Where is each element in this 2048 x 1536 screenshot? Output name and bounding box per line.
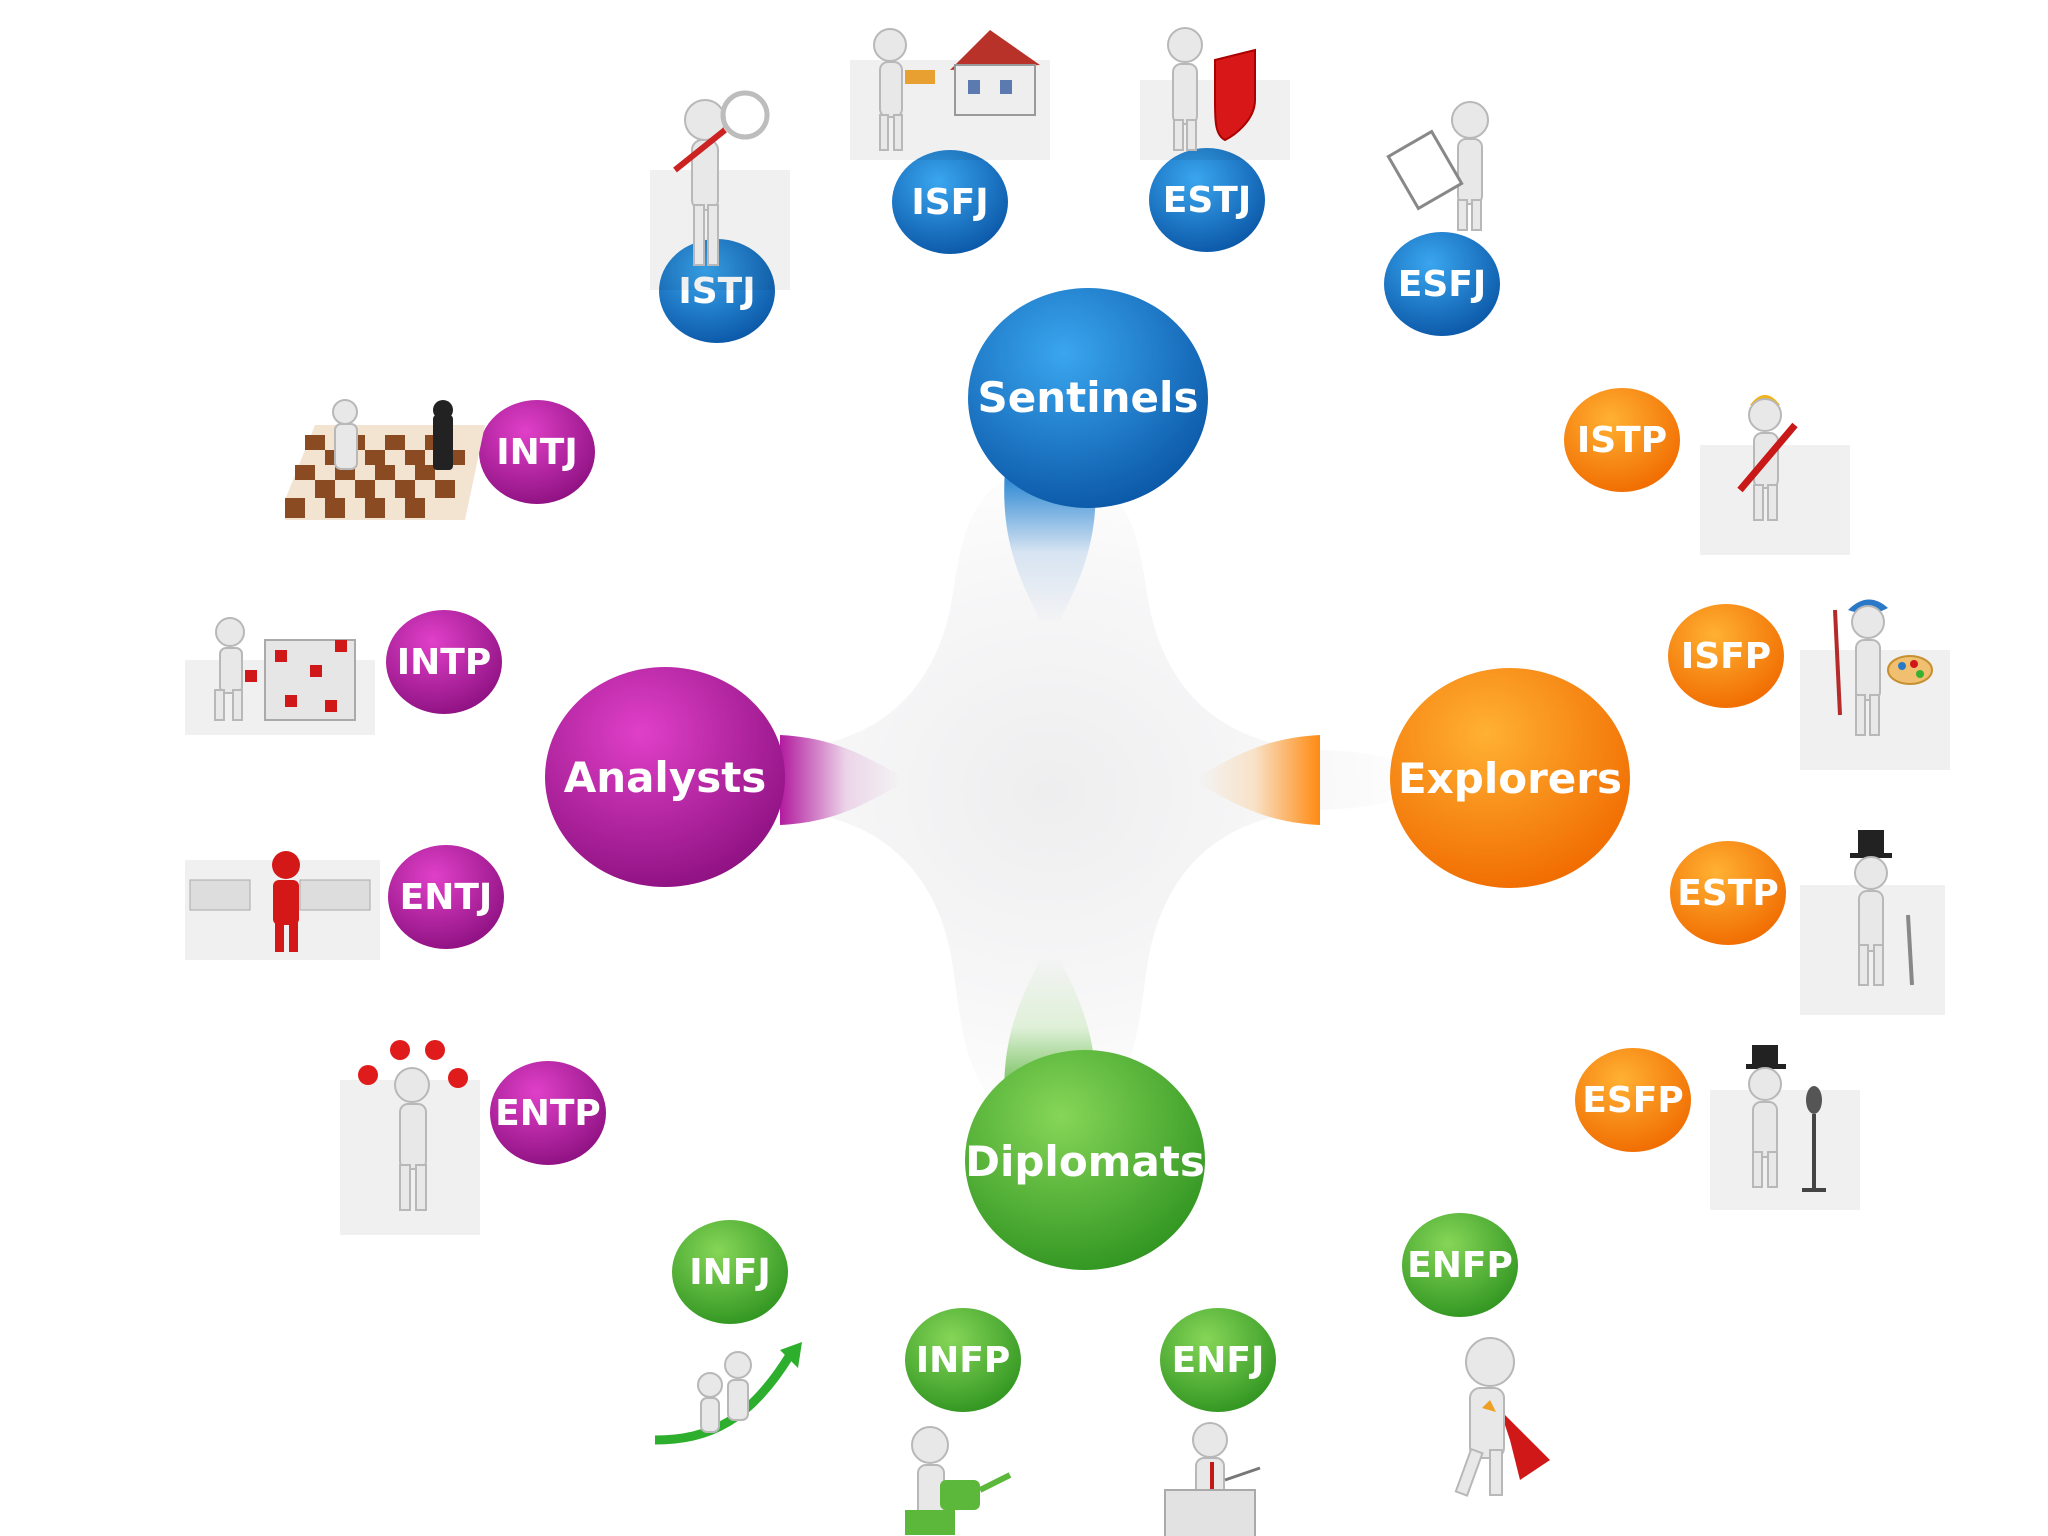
mind-map-hub [690, 470, 1410, 1116]
type-isfj: ISFJ [892, 150, 1008, 254]
chess-board-icon [285, 399, 485, 520]
type-label-isfj: ISFJ [911, 182, 988, 223]
type-label-istj: ISTJ [678, 271, 755, 312]
type-label-istp: ISTP [1577, 420, 1667, 461]
type-estj: ESTJ [1149, 148, 1265, 252]
clipboard-figure-icon [1386, 101, 1489, 231]
type-esfp: ESFP [1575, 1048, 1691, 1152]
lightbulb-ideas-figure-icon [340, 1040, 480, 1235]
type-entp: ENTP [490, 1061, 606, 1165]
type-infp: INFP [905, 1308, 1021, 1412]
superhero-cape-figure-icon [1454, 1337, 1550, 1497]
type-label-enfj: ENFJ [1172, 1340, 1265, 1381]
type-label-estj: ESTJ [1163, 180, 1251, 221]
type-istp: ISTP [1564, 388, 1680, 492]
magnifier-figure-icon [650, 90, 790, 290]
shield-figure-icon [1140, 27, 1290, 160]
type-intj: INTJ [479, 400, 595, 504]
growth-arrow-figure-icon [654, 1342, 802, 1445]
type-entj: ENTJ [388, 845, 504, 949]
microphone-singer-figure-icon [1710, 1045, 1860, 1210]
podium-speaker-figure-icon [1164, 1422, 1261, 1536]
arm-tint-up [1004, 470, 1096, 620]
group-label-analysts: Analysts [564, 753, 767, 802]
type-infj: INFJ [672, 1220, 788, 1324]
type-istj: ISTJ [659, 239, 775, 343]
leader-crowd-icon [185, 851, 380, 960]
painter-palette-figure-icon [1800, 599, 1950, 770]
type-label-estp: ESTP [1677, 873, 1778, 914]
group-label-diplomats: Diplomats [965, 1137, 1205, 1186]
group-label-sentinels: Sentinels [978, 373, 1199, 422]
group-label-explorers: Explorers [1398, 754, 1622, 803]
type-enfp: ENFP [1402, 1213, 1518, 1317]
type-esfj: ESFJ [1384, 232, 1500, 336]
type-isfp: ISFP [1668, 604, 1784, 708]
type-label-infp: INFP [916, 1340, 1011, 1381]
type-label-esfj: ESFJ [1398, 264, 1487, 305]
group-analysts: Analysts [545, 667, 785, 887]
cube-puzzle-figure-icon [185, 617, 375, 735]
group-diplomats: Diplomats [965, 1050, 1205, 1270]
type-intp: INTP [386, 610, 502, 714]
type-label-intp: INTP [397, 642, 491, 683]
group-sentinels: Sentinels [968, 288, 1208, 508]
type-enfj: ENFJ [1160, 1308, 1276, 1412]
type-label-entj: ENTJ [400, 877, 493, 918]
watering-can-figure-icon [905, 1426, 1012, 1535]
type-label-enfp: ENFP [1407, 1245, 1513, 1286]
type-label-isfp: ISFP [1681, 636, 1771, 677]
arm-tint-left [780, 735, 900, 825]
type-label-intj: INTJ [496, 432, 577, 473]
top-hat-cane-figure-icon [1800, 830, 1945, 1015]
arm-tint-right [1200, 735, 1320, 825]
house-figure-icon [850, 28, 1050, 160]
type-label-entp: ENTP [495, 1093, 601, 1134]
hub-body [690, 470, 1410, 1116]
type-label-esfp: ESFP [1582, 1080, 1684, 1121]
type-estp: ESTP [1670, 841, 1786, 945]
hammer-worker-figure-icon [1700, 395, 1850, 555]
type-label-infj: INFJ [689, 1252, 771, 1293]
group-explorers: Explorers [1390, 668, 1630, 888]
